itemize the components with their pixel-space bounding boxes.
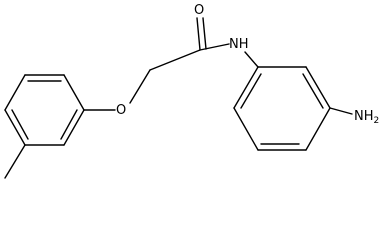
ring-to-amine-bond [329, 107, 353, 115]
methylphenyl-ring [4, 74, 85, 146]
ring-bond [63, 74, 85, 111]
ring-bond [63, 109, 85, 146]
chemical-structure-diagram: O NH O NH2 [4, 3, 379, 179]
amide-nitrogen-label: NH [229, 37, 249, 52]
amine-group-subscript: 2 [374, 116, 380, 126]
ch2-ch2-bond [149, 49, 201, 71]
ether-oxygen-to-ch2-bond [129, 69, 151, 104]
amine-group-text: NH [354, 109, 374, 124]
ring-inner-double-bond [302, 73, 324, 109]
carbonyl-double-bond [202, 17, 207, 50]
amide-nitrogen-to-ring-bond [244, 51, 259, 68]
methyl-bond [4, 144, 26, 179]
ring-bond [233, 66, 259, 109]
ring-bond [233, 107, 259, 151]
amine-group-label: NH2 [354, 109, 379, 126]
ring-inner-double-bond [240, 73, 262, 109]
ring-bond [305, 107, 331, 151]
ring-bond [305, 66, 331, 109]
ring-inner-double-bond [60, 109, 78, 140]
aminophenyl-ring [233, 66, 331, 151]
ring-bond [4, 74, 26, 111]
ring-inner-double-bond [11, 109, 29, 140]
ch2-carbonyl-bond [199, 43, 230, 51]
ether-oxygen-label: O [116, 103, 126, 118]
carbonyl-double-bond [196, 17, 201, 51]
carbonyl-oxygen-label: O [194, 3, 204, 18]
ring-bond [4, 109, 26, 146]
